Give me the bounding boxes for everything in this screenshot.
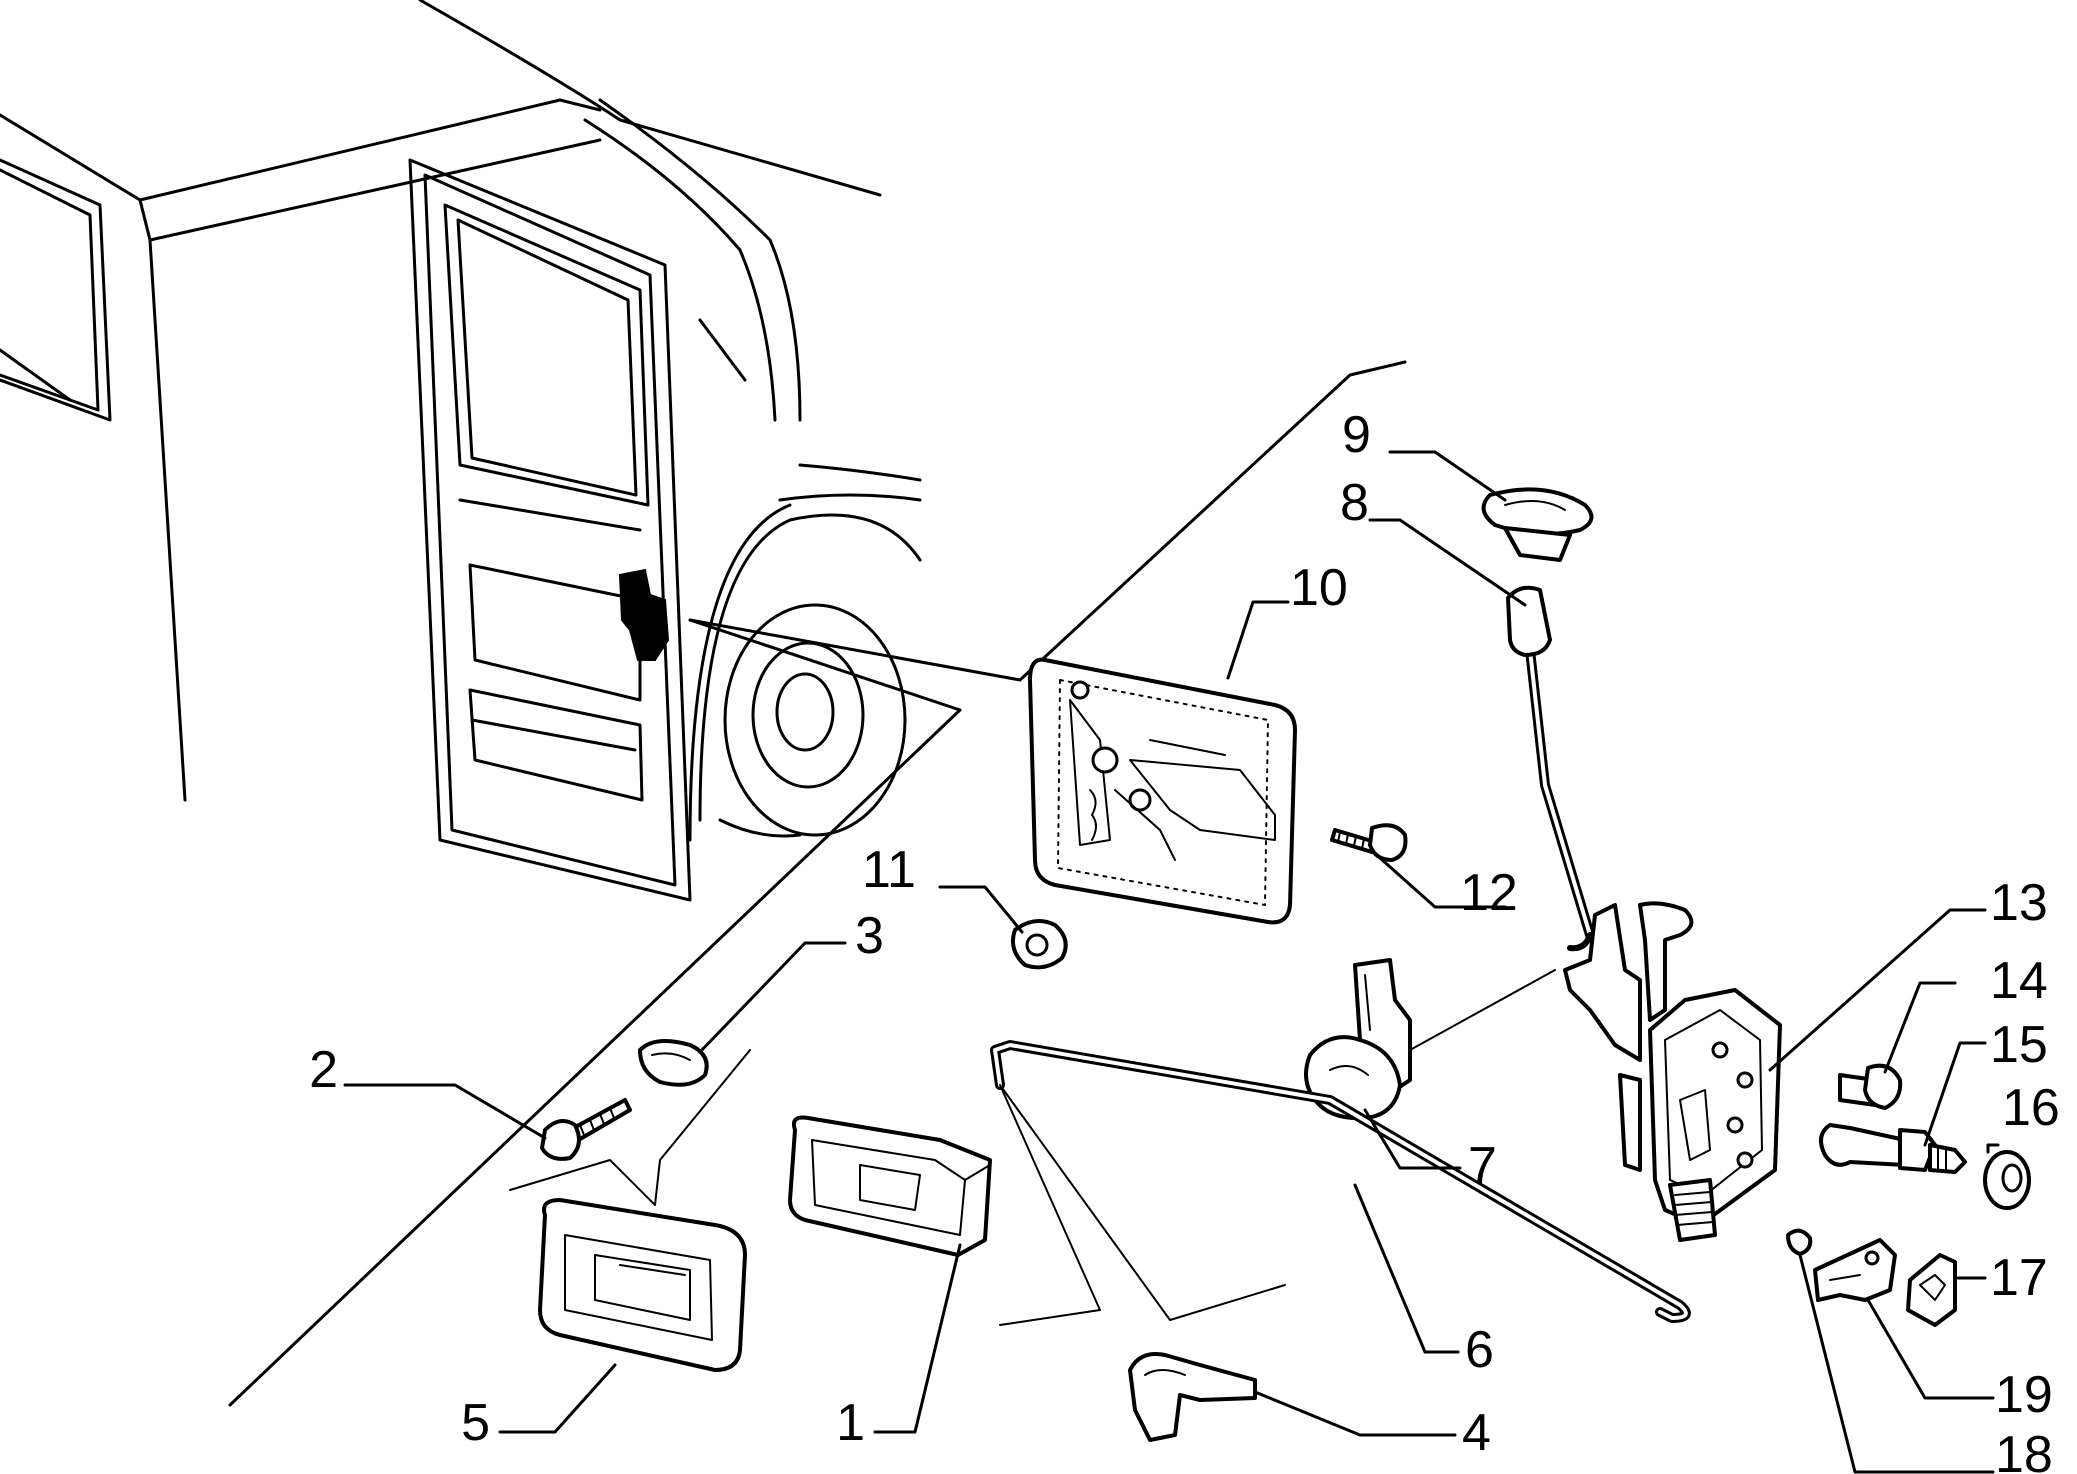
callout-8: 8 (1340, 474, 1369, 532)
callout-7: 7 (1468, 1137, 1497, 1195)
magnification-line-long (228, 708, 962, 1407)
callout-17: 17 (1990, 1249, 2048, 1307)
callout-5: 5 (461, 1394, 490, 1452)
callout-13: 13 (1990, 874, 2048, 932)
callout-4: 4 (1462, 1404, 1491, 1462)
callout-10: 10 (1290, 559, 1348, 617)
part-7-to-13-guide-line (1409, 969, 1556, 1051)
callout-9: 9 (1342, 406, 1371, 464)
part-16-washer (1983, 1150, 2031, 1210)
callout-1: 1 (836, 1394, 865, 1452)
part-1-handle-housing (788, 1115, 992, 1257)
part-17-plate (1906, 1253, 1957, 1327)
open-door-outline (408, 158, 692, 902)
callout-12: 12 (1460, 864, 1518, 922)
part-14-bolt (1838, 1063, 1903, 1110)
part-5-handle-surround (538, 1198, 747, 1372)
part-9-grommet (1481, 487, 1594, 562)
callout-11: 11 (862, 841, 916, 899)
part-8-control-rod (1506, 585, 1595, 952)
part-15-striker-pin (1819, 1123, 1967, 1174)
part-5-guide-lines (509, 1049, 751, 1206)
part-6-guide-lines (999, 1084, 1286, 1326)
magnification-line-top (688, 618, 1022, 682)
callout-19: 19 (1995, 1366, 2053, 1424)
callout-3: 3 (855, 907, 884, 965)
part-10-lock-panel (1028, 657, 1297, 925)
callout-16: 16 (2002, 1079, 2060, 1137)
part-13-lock-mechanism (1563, 901, 1782, 1242)
part-18-small-screw (1786, 1228, 1813, 1256)
magnification-line-upper (1018, 360, 1407, 682)
leader-lines (343, 450, 2000, 1474)
callout-14: 14 (1990, 952, 2048, 1010)
vehicle-body-outline (0, 0, 922, 842)
part-19-striker-bracket (1813, 1238, 1897, 1302)
callout-6: 6 (1465, 1321, 1494, 1379)
part-12-screw (1330, 823, 1408, 862)
door-lock-location-mark (618, 568, 670, 661)
callout-labels: 9 8 10 11 12 13 14 15 16 17 19 18 7 6 4 … (309, 406, 2060, 1474)
part-4-bracket (1128, 1352, 1257, 1442)
magnification-line-lower (688, 618, 962, 712)
callout-2: 2 (309, 1041, 338, 1099)
callout-15: 15 (1990, 1016, 2048, 1074)
part-3-clip (638, 1039, 709, 1087)
part-6-long-rod (990, 1040, 1691, 1323)
part-11-clip (1011, 919, 1068, 970)
part-2-screw (540, 1098, 632, 1161)
callout-18: 18 (1995, 1426, 2053, 1474)
